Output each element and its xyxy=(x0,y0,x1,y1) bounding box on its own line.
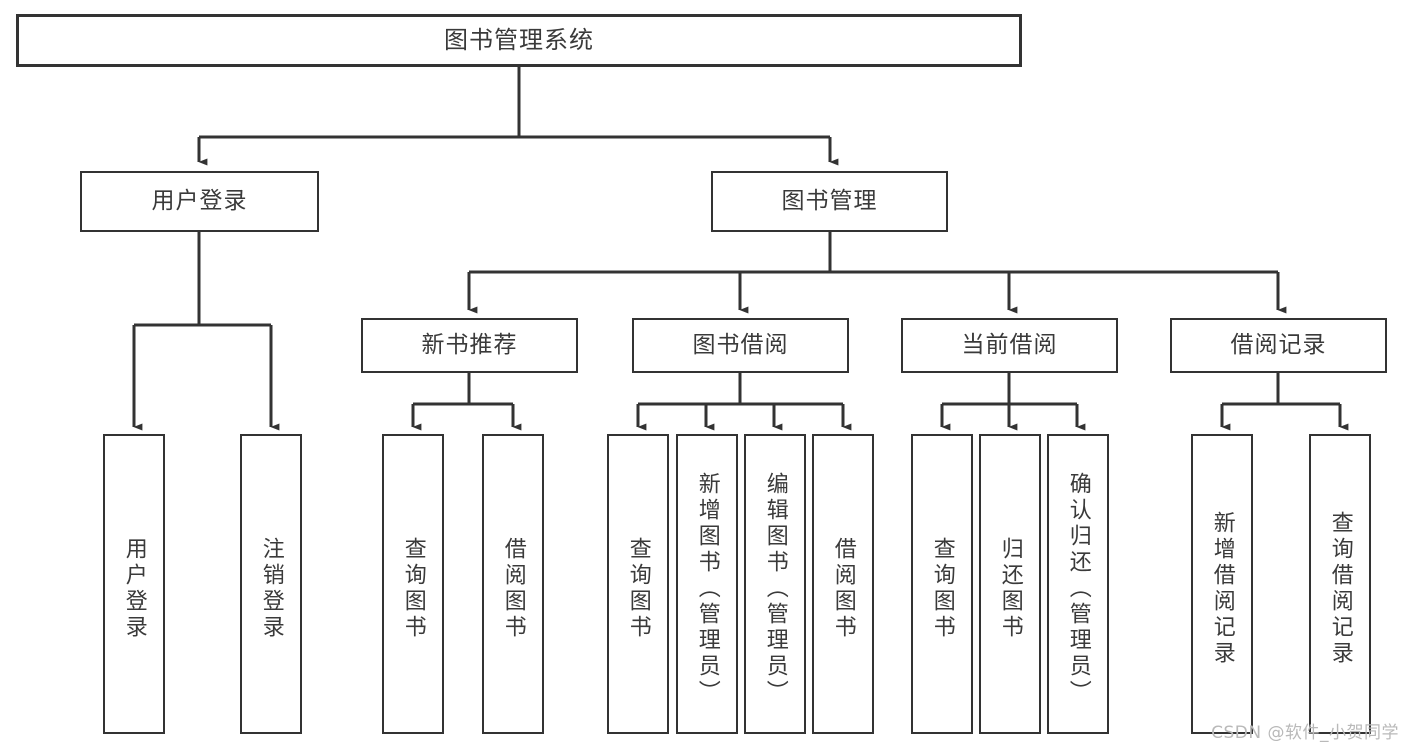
node-label: 借阅图书 xyxy=(830,537,856,641)
node-label: 编辑图书（管理员） xyxy=(762,472,788,706)
leaf-confirm-return[interactable]: 确认归还（管理员） xyxy=(1047,434,1109,734)
node-label: 当前借阅 xyxy=(961,331,1058,358)
node-label: 图书管理系统 xyxy=(444,26,594,55)
node-label: 新书推荐 xyxy=(421,331,518,358)
node-book-borrow[interactable]: 图书借阅 xyxy=(632,318,849,373)
leaf-user-login[interactable]: 用户登录 xyxy=(103,434,165,734)
node-label: 用户登录 xyxy=(151,187,248,214)
node-label: 借阅图书 xyxy=(500,537,526,641)
node-current-borrow[interactable]: 当前借阅 xyxy=(901,318,1118,373)
leaf-add-record[interactable]: 新增借阅记录 xyxy=(1191,434,1253,734)
leaf-borrow-book-2[interactable]: 借阅图书 xyxy=(812,434,874,734)
node-label: 注销登录 xyxy=(258,537,284,641)
node-label: 归还图书 xyxy=(997,537,1023,641)
node-borrow-record[interactable]: 借阅记录 xyxy=(1170,318,1387,373)
leaf-edit-book[interactable]: 编辑图书（管理员） xyxy=(744,434,806,734)
node-label: 新增图书（管理员） xyxy=(694,472,720,706)
node-label: 查询借阅记录 xyxy=(1327,511,1353,667)
node-label: 查询图书 xyxy=(929,537,955,641)
leaf-user-logout[interactable]: 注销登录 xyxy=(240,434,302,734)
leaf-add-book[interactable]: 新增图书（管理员） xyxy=(676,434,738,734)
node-label: 查询图书 xyxy=(625,537,651,641)
node-label: 用户登录 xyxy=(121,537,147,641)
node-label: 确认归还（管理员） xyxy=(1065,472,1091,706)
node-user-login[interactable]: 用户登录 xyxy=(80,171,319,232)
node-label: 新增借阅记录 xyxy=(1209,511,1235,667)
leaf-query-record[interactable]: 查询借阅记录 xyxy=(1309,434,1371,734)
node-label: 借阅记录 xyxy=(1230,331,1327,358)
leaf-query-book-3[interactable]: 查询图书 xyxy=(911,434,973,734)
leaf-query-book-2[interactable]: 查询图书 xyxy=(607,434,669,734)
node-label: 查询图书 xyxy=(400,537,426,641)
node-label: 图书借阅 xyxy=(692,331,789,358)
watermark: CSDN @软件_小贺同学 xyxy=(1211,723,1399,743)
leaf-return-book[interactable]: 归还图书 xyxy=(979,434,1041,734)
node-label: 图书管理 xyxy=(781,187,878,214)
leaf-query-book-1[interactable]: 查询图书 xyxy=(382,434,444,734)
node-book-management[interactable]: 图书管理 xyxy=(711,171,948,232)
node-new-book-recommend[interactable]: 新书推荐 xyxy=(361,318,578,373)
leaf-borrow-book-1[interactable]: 借阅图书 xyxy=(482,434,544,734)
node-root-book-management-system[interactable]: 图书管理系统 xyxy=(16,14,1022,67)
